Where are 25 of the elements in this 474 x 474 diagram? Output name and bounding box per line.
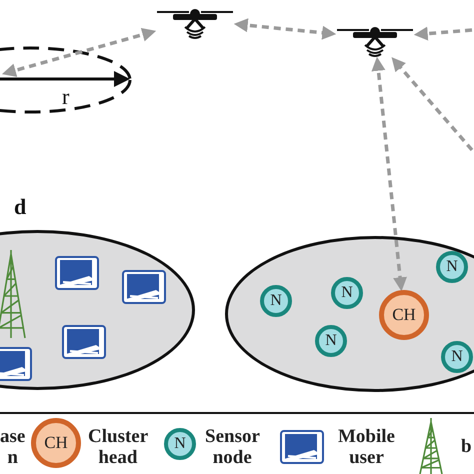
sensor-node-circle: N bbox=[436, 251, 468, 283]
sensor-node-circle: N bbox=[260, 285, 292, 317]
dashed-arrow bbox=[371, 56, 408, 292]
mobile-device-icon bbox=[0, 347, 32, 381]
legend-text: Mobile user bbox=[338, 426, 395, 468]
distance-label: d bbox=[14, 196, 26, 218]
legend-text: Cluster head bbox=[88, 426, 148, 468]
radius-label: r bbox=[62, 86, 70, 108]
cluster-head-icon: CH bbox=[31, 418, 81, 468]
sensor-node-circle: N bbox=[331, 277, 363, 309]
cell-tower-icon bbox=[0, 250, 27, 338]
dashed-arrow bbox=[414, 26, 472, 41]
sensor-node-icon: N bbox=[164, 428, 196, 460]
legend-text: ase n bbox=[0, 426, 26, 468]
mobile-device-icon bbox=[55, 256, 99, 290]
dashed-arrow bbox=[392, 57, 474, 152]
sensor-node-circle: N bbox=[315, 325, 347, 357]
legend-text: b bbox=[461, 436, 472, 457]
legend-text: Sensor node bbox=[205, 426, 260, 468]
sensor-node-circle: N bbox=[441, 341, 473, 373]
cluster-head-circle: CH bbox=[379, 290, 429, 340]
mobile-device-icon bbox=[62, 325, 106, 359]
dashed-arrow bbox=[2, 28, 156, 78]
mobile-device-icon bbox=[122, 270, 166, 304]
dashed-arrow bbox=[234, 18, 336, 40]
